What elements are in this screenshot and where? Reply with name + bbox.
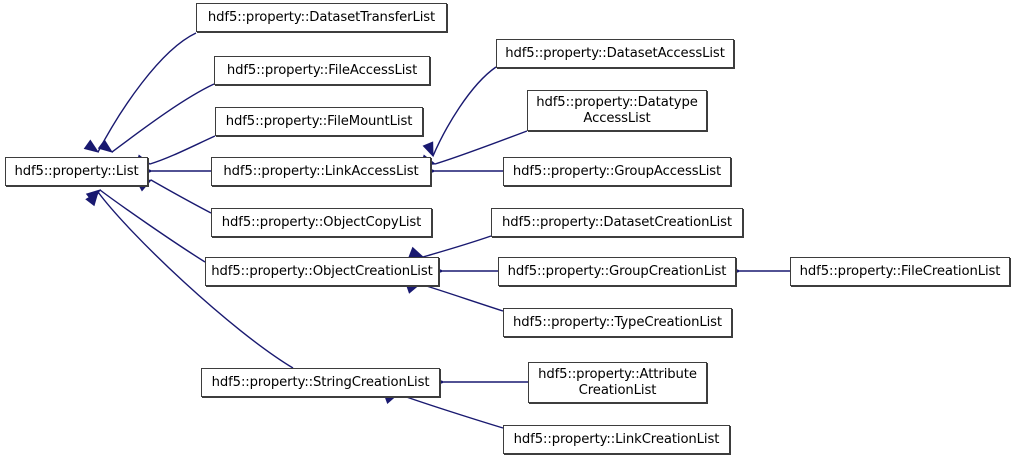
class-node-group-access-list[interactable]: hdf5::property::GroupAccessList [503,157,731,186]
edge-dataset-creation-list-to-object-creation-list [422,235,492,258]
class-node-file-access-list[interactable]: hdf5::property::FileAccessList [214,56,430,85]
edge-dataset-transfer-list-to-list [97,32,197,153]
class-node-file-creation-list[interactable]: hdf5::property::FileCreationList [790,257,1010,286]
arrowhead-dataset-transfer-list-to-list [83,139,100,153]
class-node-link-creation-list[interactable]: hdf5::property::LinkCreationList [503,425,730,454]
class-node-label: hdf5::property::FileCreationList [799,263,1001,279]
edge-dataset-access-list-to-link-access-list [432,66,497,157]
class-node-label: hdf5::property::GroupCreationList [507,263,727,279]
class-node-datatype-access-list[interactable]: hdf5::property::Datatype AccessList [527,90,707,131]
class-node-label: hdf5::property::StringCreationList [211,374,430,390]
class-node-type-creation-list[interactable]: hdf5::property::TypeCreationList [503,308,732,337]
edge-file-mount-list-to-list [149,135,216,165]
edge-type-creation-list-to-object-creation-list [419,283,504,312]
class-node-label: hdf5::property::Attribute CreationList [538,367,697,398]
class-node-dataset-access-list[interactable]: hdf5::property::DatasetAccessList [496,39,734,68]
class-node-object-creation-list[interactable]: hdf5::property::ObjectCreationList [205,257,439,286]
class-node-file-mount-list[interactable]: hdf5::property::FileMountList [215,107,423,136]
arrowhead-dataset-access-list-to-link-access-list [422,141,434,158]
class-node-group-creation-list[interactable]: hdf5::property::GroupCreationList [498,257,736,286]
class-node-dataset-creation-list[interactable]: hdf5::property::DatasetCreationList [491,208,743,237]
arrowhead-string-creation-list-to-list [85,190,99,207]
class-node-label: hdf5::property::ObjectCopyList [221,214,422,230]
edge-file-access-list-to-list [111,83,215,153]
edge-link-creation-list-to-string-creation-list [397,393,504,429]
class-node-list[interactable]: hdf5::property::List [5,157,148,186]
class-node-string-creation-list[interactable]: hdf5::property::StringCreationList [201,368,440,397]
arrowhead-dataset-creation-list-to-object-creation-list [408,246,425,258]
class-node-label: hdf5::property::DatasetCreationList [501,214,733,230]
class-node-label: hdf5::property::ObjectCreationList [211,263,433,279]
class-node-label: hdf5::property::DatasetTransferList [207,9,436,25]
class-node-link-access-list[interactable]: hdf5::property::LinkAccessList [211,157,431,186]
class-node-label: hdf5::property::FileAccessList [226,62,418,78]
class-node-attribute-creation-list[interactable]: hdf5::property::Attribute CreationList [528,362,707,403]
class-node-label: hdf5::property::GroupAccessList [512,163,722,179]
class-node-dataset-transfer-list[interactable]: hdf5::property::DatasetTransferList [196,3,447,32]
class-node-label: hdf5::property::TypeCreationList [513,314,722,330]
edge-object-creation-list-to-list [99,189,206,263]
class-node-label: hdf5::property::LinkAccessList [223,163,419,179]
class-node-label: hdf5::property::LinkCreationList [513,431,720,447]
class-node-label: hdf5::property::List [14,163,139,179]
edge-object-copy-list-to-list [150,179,212,214]
arrowhead-object-creation-list-to-list [85,189,102,203]
class-node-label: hdf5::property::Datatype AccessList [536,95,698,126]
class-node-label: hdf5::property::FileMountList [225,113,413,129]
class-node-label: hdf5::property::DatasetAccessList [505,45,725,61]
class-node-object-copy-list[interactable]: hdf5::property::ObjectCopyList [211,208,432,237]
arrowhead-file-access-list-to-list [97,139,114,153]
